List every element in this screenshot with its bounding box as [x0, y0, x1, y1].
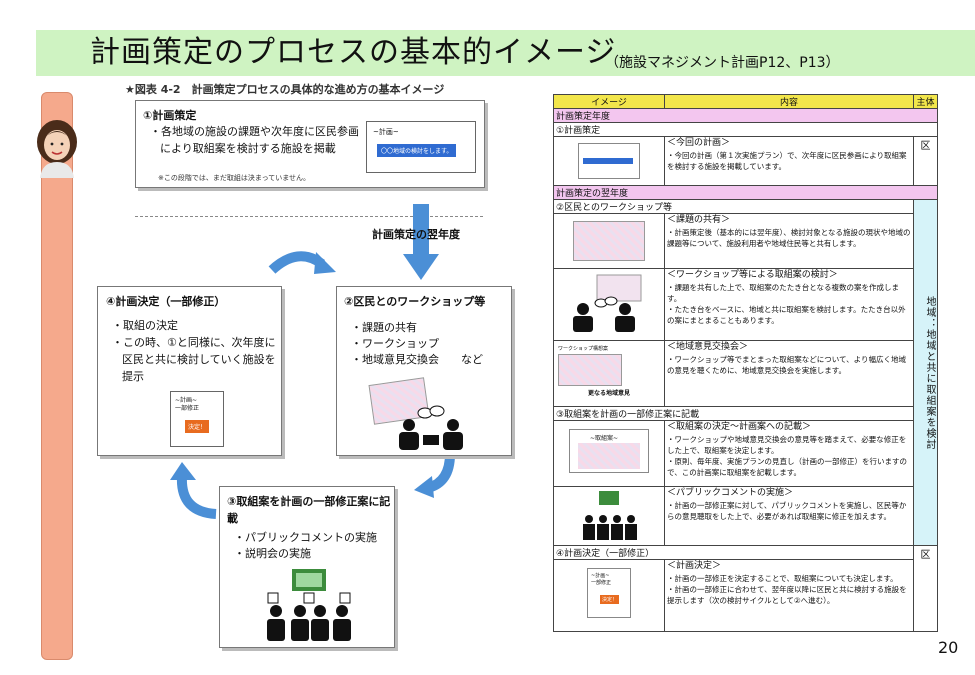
- table-row: ~計画~ 一部修正 決定！ ＜計画決定＞・計画の一部修正を決定することで、取組案…: [553, 559, 938, 632]
- row7-content: ＜計画決定＞・計画の一部修正を決定することで、取組案についても決定します。 ・計…: [664, 559, 914, 632]
- title-band: [36, 30, 975, 76]
- down-arrow-icon: [403, 204, 439, 280]
- step2-item-1: ・課題の共有: [351, 321, 417, 334]
- plan-document-card: ~計画~ 〇〇地域の検討をします。: [366, 121, 476, 173]
- section-plan-year: 計画策定年度: [553, 108, 938, 123]
- step3-item-1: ・パブリックコメントの実施: [234, 531, 377, 544]
- decision-thumbnail-label: ~計画~ 一部修正: [591, 573, 612, 586]
- row3-image: [553, 268, 665, 341]
- row4-image-label: ワークショップ構想案: [558, 346, 609, 352]
- cycle-arrow-left-icon: [170, 462, 217, 519]
- row7-image: ~計画~ 一部修正 決定！: [553, 559, 665, 632]
- header-owner: 主体: [913, 94, 938, 109]
- step4-item-2: ・この時、①と同様に、次年度に区民と共に検討していく施設を提示: [112, 336, 276, 383]
- row5-content: ＜取組案の決定～計画案への記載＞・ワークショップや地域意見交換会の意見等を踏まえ…: [664, 420, 914, 487]
- step1-bullet: ・各地域の施設の課題や次年度に区民参画により取組案を検討する施設を掲載: [150, 125, 359, 155]
- page-subtitle: （施設マネジメント計画P12、P13）: [605, 55, 840, 71]
- decision-card-tag: 決定！: [185, 420, 210, 433]
- row4-image: ワークショップ構想案 更なる地域意見: [553, 340, 665, 407]
- step3-box: ③取組案を計画の一部修正案に記載 ・パブリックコメントの実施 ・説明会の実施: [219, 486, 395, 648]
- decision-card-title: ~計画~ 一部修正: [175, 397, 200, 412]
- plan-thumbnail-tag: [583, 158, 633, 164]
- row6-image: [553, 486, 665, 546]
- row4-content: ＜地域意見交換会＞・ワークショップ等でまとまった取組案などについて、より幅広く地…: [664, 340, 914, 407]
- row1-content: ＜今回の計画＞・今回の計画（第１次実施プラン）で、次年度に区民参画により取組案を…: [664, 136, 914, 186]
- proposal-thumbnail-label: ~取組案~: [590, 435, 619, 442]
- decision-thumbnail: ~計画~ 一部修正 決定！: [587, 568, 631, 618]
- row5-image: ~取組案~: [553, 420, 665, 487]
- step2-heading: ②区民とのワークショップ等: [344, 295, 486, 308]
- step1-note: ※この段階では、まだ取組は決まっていません。: [158, 174, 311, 182]
- row7-owner: 区: [913, 545, 938, 632]
- step2-box: ②区民とのワークショップ等 ・課題の共有 ・ワークショップ ・地域意見交換会 な…: [336, 286, 512, 456]
- process-table: イメージ 内容 主体 計画策定年度 ①計画策定 ＜今回の計画＞・今回の計画（第１…: [553, 94, 938, 632]
- step3-heading: ③取組案を計画の一部修正案に記載: [227, 495, 391, 525]
- public-comment-people-icon: [267, 569, 351, 641]
- section-workshop: ②区民とのワークショップ等: [553, 199, 914, 214]
- proposal-map: [578, 443, 640, 469]
- step3-item-2: ・説明会の実施: [234, 547, 311, 560]
- table-header-row: イメージ 内容 主体: [553, 94, 938, 109]
- discussion-people-icon: [399, 405, 463, 450]
- step2-item-2: ・ワークショップ: [351, 337, 439, 350]
- section-amendment: ③取組案を計画の一部修正案に記載: [553, 406, 914, 421]
- table-row: ＜ワークショップ等による取組案の検討＞・課題を共有した上で、取組案のたたき台とな…: [553, 268, 938, 341]
- table-row: ~取組案~ ＜取組案の決定～計画案への記載＞・ワークショップや地域意見交換会の意…: [553, 420, 938, 487]
- step1-box: ①計画策定 ・各地域の施設の課題や次年度に区民参画により取組案を検討する施設を掲…: [135, 100, 485, 188]
- presenter-avatar-icon: [37, 120, 77, 178]
- section-plan-creation: ①計画策定: [553, 122, 938, 137]
- sidebar-bar: [41, 92, 73, 660]
- row1-image: [553, 136, 665, 186]
- figure-caption: ★図表 4-2 計画策定プロセスの具体的な進め方の基本イメージ: [125, 83, 445, 96]
- table-row: ワークショップ構想案 更なる地域意見 ＜地域意見交換会＞・ワークショップ等でまと…: [553, 340, 938, 407]
- issue-map-thumbnail: [573, 221, 645, 261]
- decision-document-card: ~計画~ 一部修正 決定！: [170, 391, 224, 447]
- decision-thumbnail-tag: 決定！: [600, 595, 620, 604]
- row2-image: [553, 213, 665, 269]
- row1-owner: 区: [913, 136, 938, 186]
- page-title: 計画策定のプロセスの基本的イメージ: [90, 35, 617, 70]
- step1-heading: ①計画策定: [143, 109, 197, 122]
- table-row: ＜パブリックコメントの実施＞・計画の一部修正案に対して、パブリックコメントを実施…: [553, 486, 938, 546]
- plan-card-title: ~計画~: [373, 128, 399, 136]
- row6-content: ＜パブリックコメントの実施＞・計画の一部修正案に対して、パブリックコメントを実施…: [664, 486, 914, 546]
- row3-content: ＜ワークショップ等による取組案の検討＞・課題を共有した上で、取組案のたたき台とな…: [664, 268, 914, 341]
- table-row: ＜今回の計画＞・今回の計画（第１次実施プラン）で、次年度に区民参画により取組案を…: [553, 136, 938, 186]
- step2-item-3: ・地域意見交換会 など: [351, 353, 483, 366]
- header-content: 内容: [664, 94, 914, 109]
- exchange-map-thumbnail: [558, 354, 622, 386]
- step4-heading: ④計画決定（一部修正）: [106, 295, 226, 308]
- step4-box: ④計画決定（一部修正） ・取組の決定 ・この時、①と同様に、次年度に区民と共に検…: [97, 286, 282, 456]
- header-image: イメージ: [553, 94, 665, 109]
- step4-item-1: ・取組の決定: [112, 319, 178, 332]
- next-year-label: 計画策定の翌年度: [372, 228, 460, 241]
- plan-thumbnail: [578, 143, 640, 179]
- year-divider: [135, 216, 483, 217]
- page-number: 20: [938, 638, 959, 657]
- cycle-arrow-top-icon: [268, 251, 336, 274]
- section-decision: ④計画決定（一部修正）: [553, 545, 914, 560]
- proposal-thumbnail: ~取組案~: [569, 429, 649, 473]
- plan-card-tag: 〇〇地域の検討をします。: [377, 144, 457, 157]
- table-row: ＜課題の共有＞・計画策定後（基本的には翌年度）、検討対象となる施設の現状や地域の…: [553, 213, 938, 269]
- row2-content: ＜課題の共有＞・計画策定後（基本的には翌年度）、検討対象となる施設の現状や地域の…: [664, 213, 914, 269]
- public-comment-thumb-icon: [583, 491, 637, 540]
- workshop-people-icon: [573, 274, 642, 332]
- cycle-arrow-right-icon: [414, 453, 455, 498]
- merged-owner: 地域：地域と共に取組案を検討: [913, 199, 938, 546]
- section-next-year: 計画策定の翌年度: [553, 185, 938, 200]
- row4-image-caption: 更なる地域意見: [587, 390, 630, 397]
